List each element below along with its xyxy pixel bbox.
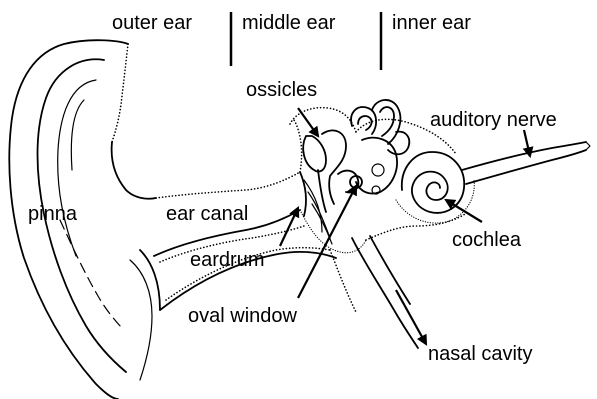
label-oval-window: oval window (188, 305, 298, 327)
label-auditory-nerve: auditory nerve (430, 109, 557, 131)
pointer-arrows (280, 108, 530, 344)
label-middle-ear: middle ear (242, 12, 336, 34)
middle-ear-drawing (290, 108, 366, 253)
arrow-cochlea (446, 200, 482, 222)
label-cochlea: cochlea (452, 229, 522, 251)
label-inner-ear: inner ear (392, 12, 471, 34)
arrow-eardrum (280, 208, 298, 246)
label-nasal-cavity: nasal cavity (428, 343, 533, 365)
label-pinna: pinna (28, 203, 78, 225)
label-eardrum: eardrum (190, 249, 264, 271)
arrow-ossicles (298, 108, 318, 136)
arrow-auditory-nerve (524, 130, 530, 156)
label-ear-canal: ear canal (166, 203, 248, 225)
label-outer-ear: outer ear (112, 12, 192, 34)
label-ossicles: ossicles (246, 79, 317, 101)
